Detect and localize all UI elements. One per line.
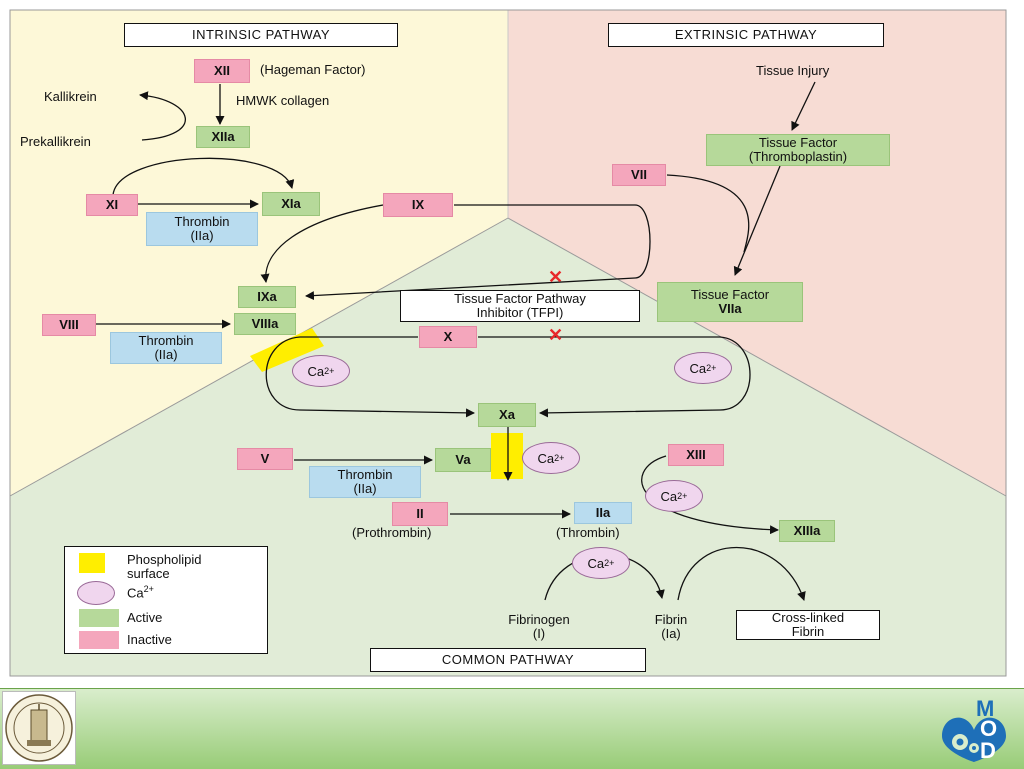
footer-banner [0,688,1024,769]
mod-logo-icon: M O D [936,696,1012,764]
factor-xiia: XIIa [196,126,250,148]
thrombin-iia-line2: (IIa) [154,347,178,362]
inhibit-mark-ix: ✕ [548,267,564,287]
tissue-factor-viia-box: Tissue Factor VIIa [657,282,803,322]
factor-v: V [237,448,293,470]
factor-xi: XI [86,194,138,216]
fibrin-label: Fibrin (Ia) [636,612,706,642]
legend-phospholipid-swatch [79,553,105,573]
crosslinked-fibrin-box: Cross-linked Fibrin [736,610,880,640]
thrombin-iia-box-3: Thrombin (IIa) [309,466,421,498]
fibrinogen-line2: (I) [532,626,546,641]
thrombin-iia-box-1: Thrombin (IIa) [146,212,258,246]
tissue-factor-line1: Tissue Factor [758,135,838,151]
thrombin-iia-box-2: Thrombin (IIa) [110,332,222,364]
factor-iia: IIa [574,502,632,524]
crosslinked-line2: Fibrin [791,624,825,639]
thrombin-iia-line2: (IIa) [190,228,214,243]
factor-vii: VII [612,164,666,186]
phospholipid-surface-va [491,433,523,479]
crosslinked-line1: Cross-linked [771,610,845,626]
fibrinogen-line1: Fibrinogen [508,612,570,628]
factor-xii: XII [194,59,250,83]
factor-xa: Xa [478,403,536,427]
tfpi-line2: Inhibitor (TFPI) [476,305,564,320]
factor-x: X [419,326,477,348]
thrombin-iia-line1: Thrombin [337,467,393,483]
tissue-factor-line2: (Thromboplastin) [748,149,848,164]
kallikrein-label: Kallikrein [44,89,97,104]
legend-ca-swatch [77,581,115,605]
inhibit-mark-x: ✕ [548,325,564,345]
coagulation-cascade-diagram: INTRINSIC PATHWAY EXTRINSIC PATHWAY COMM… [9,9,1007,677]
hmwk-collagen-label: HMWK collagen [236,93,330,108]
university-seal-icon [2,691,76,765]
fibrin-line1: Fibrin [654,612,688,628]
factor-xiii: XIII [668,444,724,466]
thrombin-iia-line1: Thrombin [138,333,194,349]
mod-letter-d: D [980,738,996,763]
factor-viia: VIIa [718,301,742,316]
factor-viii: VIII [42,314,96,336]
fibrin-line2: (Ia) [661,626,681,641]
tfpi-box: Tissue Factor Pathway Inhibitor (TFPI) [400,290,640,322]
tissue-factor-thromboplastin-box: Tissue Factor (Thromboplastin) [706,134,890,166]
extrinsic-pathway-title: EXTRINSIC PATHWAY [608,23,884,47]
thrombin-iia-line2: (IIa) [353,481,377,496]
mod-letter-m: M [976,696,995,721]
common-pathway-title: COMMON PATHWAY [370,648,646,672]
thrombin-iia-line1: Thrombin [174,214,230,230]
factor-xia: XIa [262,192,320,216]
factor-ixa: IXa [238,286,296,308]
factor-viiia: VIIIa [234,313,296,335]
legend-active-swatch [79,609,119,627]
thrombin-label: (Thrombin) [556,525,620,540]
factor-ix: IX [383,193,453,217]
prekallikrein-label: Prekallikrein [20,134,91,149]
legend-inactive-swatch [79,631,119,649]
tissue-injury-label: Tissue Injury [756,63,830,78]
factor-va: Va [435,448,491,472]
intrinsic-pathway-title: INTRINSIC PATHWAY [124,23,398,47]
mod-letter-o: O [980,716,998,741]
prothrombin-label: (Prothrombin) [352,525,432,540]
legend-ca-label: Ca2+ [127,584,154,601]
hageman-factor-label: (Hageman Factor) [260,62,366,77]
tissue-factor-label: Tissue Factor [690,287,770,303]
tfpi-line1: Tissue Factor Pathway [454,291,586,307]
factor-xiiia: XIIIa [779,520,835,542]
fibrinogen-label: Fibrinogen (I) [484,612,594,642]
legend-active-label: Active [127,610,163,625]
factor-ii: II [392,502,448,526]
legend-inactive-label: Inactive [127,632,172,647]
